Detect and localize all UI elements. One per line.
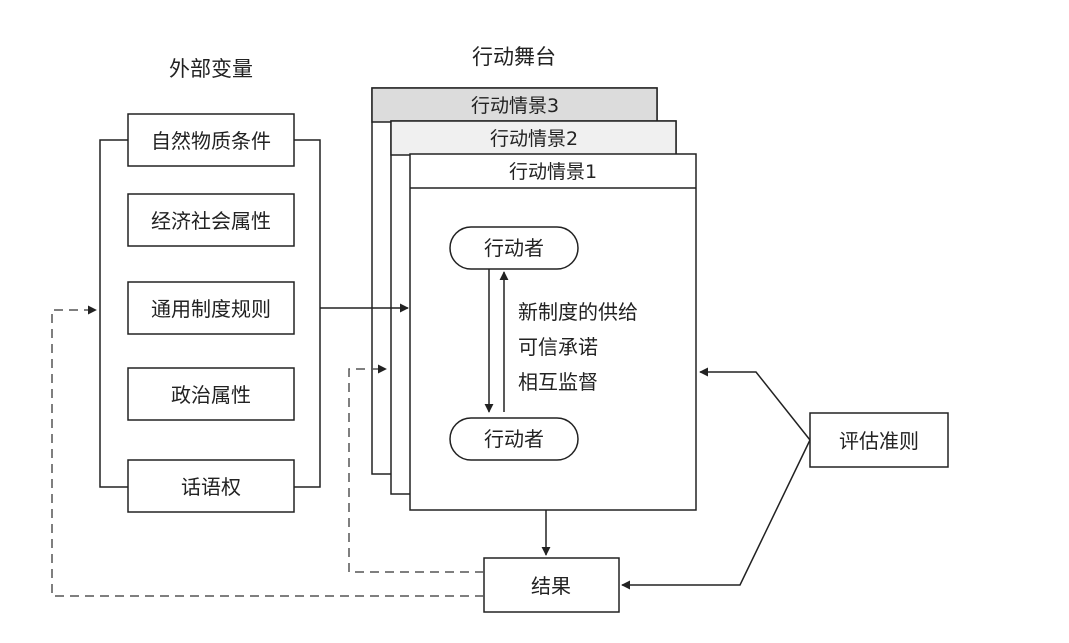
external-var-label: 经济社会属性 — [151, 209, 271, 233]
actor-top: 行动者 — [449, 226, 579, 270]
outcome-box: 结果 — [483, 557, 620, 613]
external-variables-title: 外部变量 — [169, 57, 253, 81]
action-arena-title: 行动舞台 — [472, 45, 556, 69]
external-var-rules: 通用制度规则 — [127, 281, 295, 335]
external-var-label: 话语权 — [181, 475, 241, 499]
external-var-socioeconomic: 经济社会属性 — [127, 193, 295, 247]
external-var-label: 自然物质条件 — [151, 129, 271, 153]
situation-label: 行动情景3 — [471, 95, 559, 117]
external-var-natural: 自然物质条件 — [127, 113, 295, 167]
arrow-criteria-to-arena — [699, 367, 811, 441]
feedback-to-arena — [348, 364, 484, 573]
interaction-mutual-monitoring: 相互监督 — [518, 370, 598, 394]
actor-bottom: 行动者 — [449, 417, 579, 461]
external-var-label: 通用制度规则 — [151, 297, 271, 321]
actor-label: 行动者 — [484, 236, 544, 260]
outcome-label: 结果 — [531, 574, 571, 598]
external-var-political: 政治属性 — [127, 367, 295, 421]
left-bracket — [99, 139, 128, 488]
situation-label: 行动情景2 — [490, 128, 578, 150]
arrow-criteria-to-outcome — [621, 439, 811, 590]
right-bracket — [294, 139, 321, 488]
feedback-to-external — [51, 305, 484, 597]
criteria-label: 评估准则 — [839, 429, 919, 453]
evaluative-criteria-box: 评估准则 — [809, 412, 949, 468]
situation-label: 行动情景1 — [509, 161, 597, 183]
external-var-discourse: 话语权 — [127, 459, 295, 513]
interaction-credible-commitment: 可信承诺 — [518, 335, 598, 359]
actor-label: 行动者 — [484, 427, 544, 451]
interaction-institutional-supply: 新制度的供给 — [518, 300, 638, 324]
external-var-label: 政治属性 — [171, 383, 251, 407]
